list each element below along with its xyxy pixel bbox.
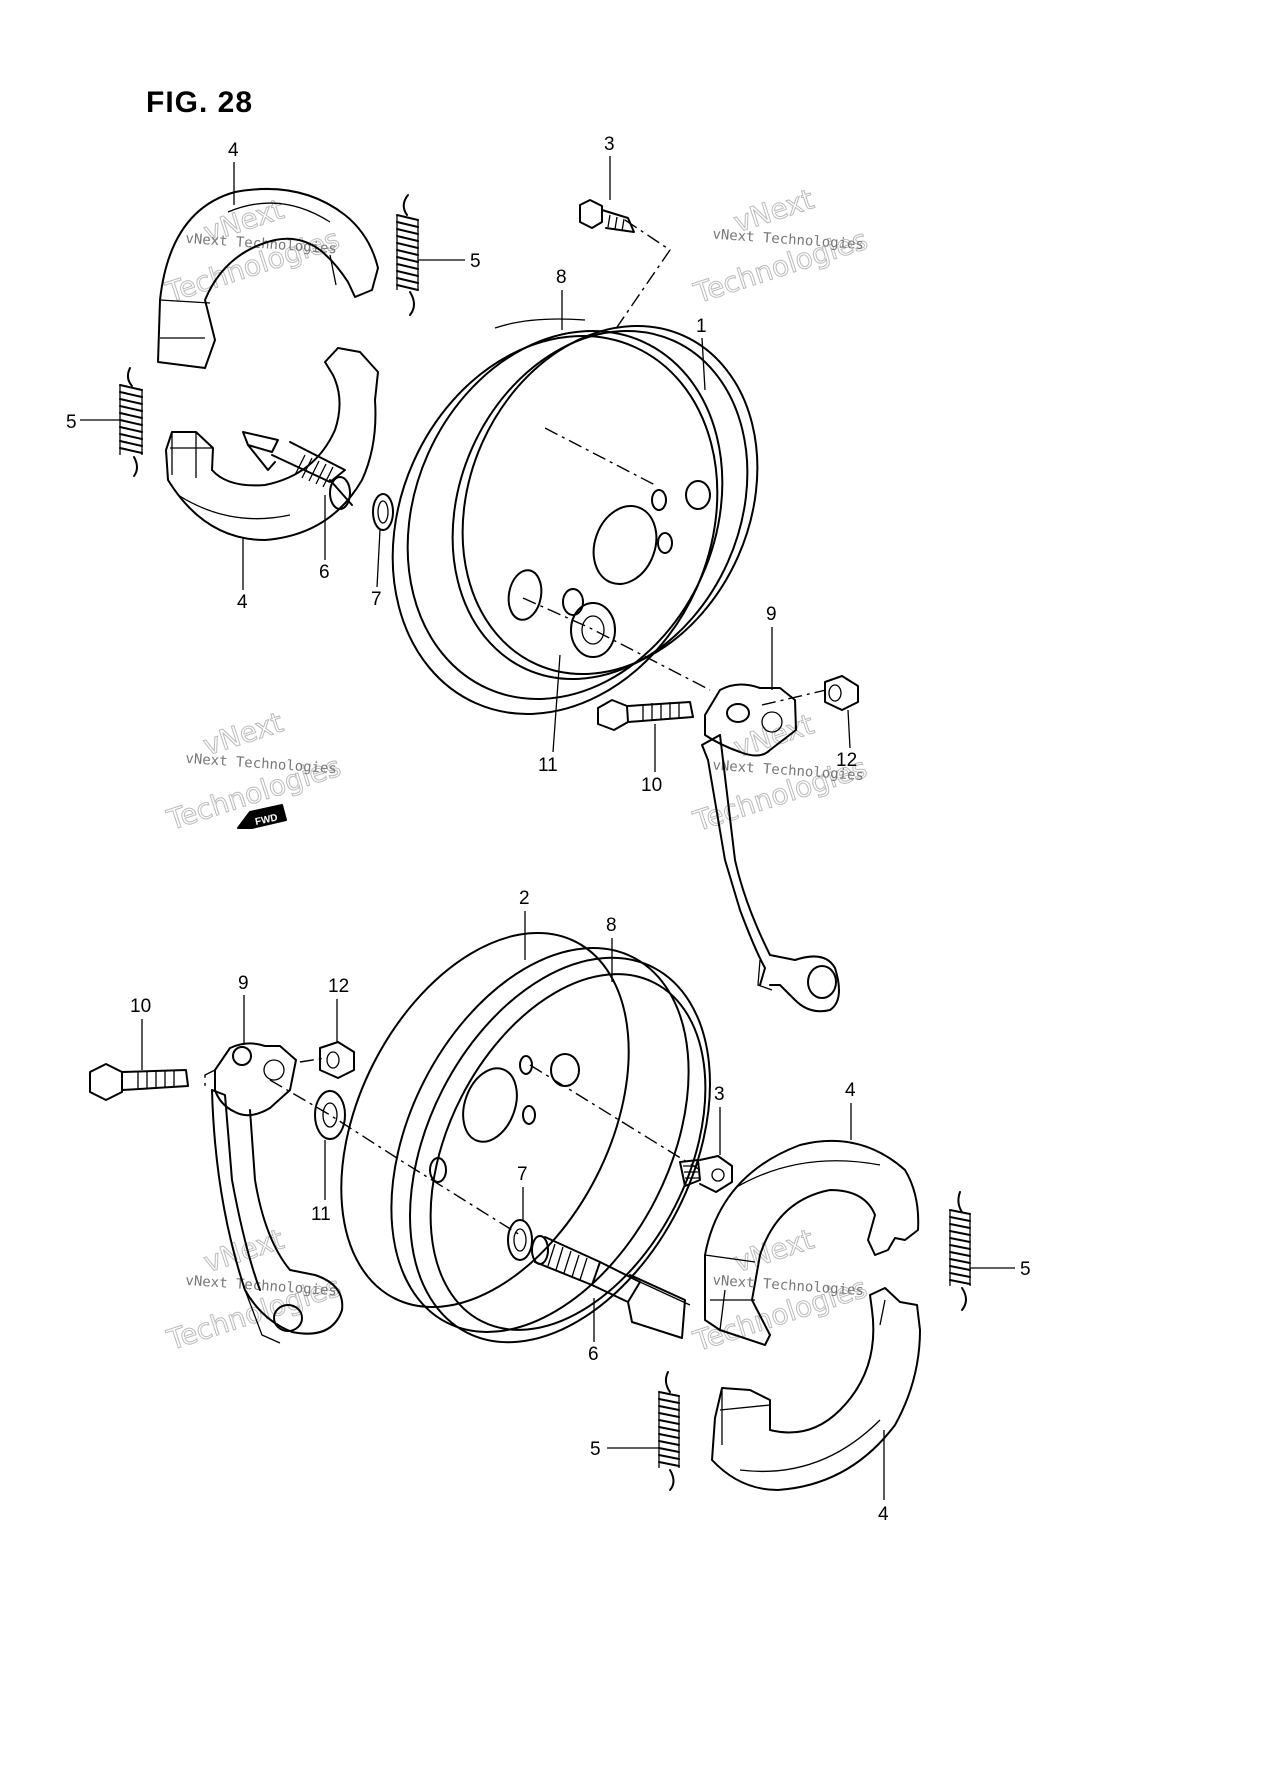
assembly-line (204, 1069, 216, 1090)
assembly-line (529, 1064, 701, 1171)
callout-11: 11 (538, 755, 558, 776)
callout-3: 3 (714, 1084, 725, 1105)
callout-4: 4 (228, 140, 239, 161)
brake-panel-top (391, 318, 759, 715)
callout-4: 4 (845, 1080, 856, 1101)
callout-12: 12 (328, 976, 349, 997)
watermark-vnext-text: vNext (200, 1222, 288, 1279)
brake-shoe-lower-left (165, 347, 379, 541)
callout-1: 1 (696, 316, 707, 337)
washer-bottom-7 (507, 1219, 533, 1261)
return-spring-bottom-right (949, 1191, 971, 1311)
fwd-arrow: FWD (237, 804, 287, 829)
leader-line (376, 529, 381, 588)
brake-shoe-lower-right-upper (704, 1139, 920, 1346)
brake-panel-bottom (340, 931, 711, 1344)
watermark-bottom-right: Technologies vNext vNext Technologies (688, 1222, 871, 1359)
fwd-label: FWD (254, 812, 279, 827)
callout-5: 5 (590, 1439, 601, 1460)
callout-10: 10 (641, 775, 662, 796)
callout-8: 8 (556, 267, 567, 288)
callout-8: 8 (606, 915, 617, 936)
callout-10: 10 (130, 996, 151, 1017)
return-spring-top (396, 194, 419, 316)
washer-bottom-11 (314, 1090, 346, 1140)
watermark-bottom-left: Technologies vNext vNext Technologies (162, 1222, 345, 1358)
callout-7: 7 (517, 1164, 528, 1185)
watermark-vnext-text: vNext (730, 1222, 818, 1279)
callout-2: 2 (519, 888, 530, 909)
nut-top (824, 675, 859, 711)
lever-bolt-bottom (89, 1063, 189, 1101)
brake-shoe-lower-right-lower (711, 1287, 921, 1491)
lever-bolt-top (597, 699, 694, 731)
leader-line (847, 709, 851, 749)
figure-title: FIG. 28 (146, 86, 254, 119)
callout-12: 12 (836, 750, 857, 771)
cam-lever-bottom (211, 1042, 344, 1344)
watermark-vnext-text: vNext (730, 707, 818, 764)
assembly-line (544, 427, 656, 486)
callout-6: 6 (319, 562, 330, 583)
callout-4: 4 (878, 1504, 889, 1525)
callout-7: 7 (371, 589, 382, 610)
bolt-top (579, 199, 635, 233)
callout-4: 4 (237, 592, 248, 613)
assembly-line (761, 689, 827, 706)
callout-11: 11 (311, 1204, 331, 1225)
assembly-line (299, 1057, 326, 1063)
watermark-top-left: Technologies vNext vNext Technologies (161, 192, 344, 310)
watermark-middle-right: Technologies vNext vNext Technologies (688, 707, 871, 839)
assembly-line (614, 219, 671, 331)
assembly-line (522, 597, 711, 691)
return-spring-bottom (658, 1371, 680, 1491)
leader-line (701, 337, 706, 391)
brake-shoe-upper-left (157, 187, 379, 369)
callout-9: 9 (238, 973, 249, 994)
callout-9: 9 (766, 604, 777, 625)
brake-cam-shaft-bottom (531, 1235, 691, 1339)
callouts: 4 3 5 8 1 5 6 4 7 9 11 10 12 (66, 134, 1031, 1525)
cam-lever-top (701, 683, 840, 1013)
leader-line (552, 654, 561, 753)
callout-6: 6 (588, 1344, 599, 1365)
callout-5: 5 (470, 251, 481, 272)
bolt-bottom (679, 1155, 733, 1193)
callout-5: 5 (1020, 1259, 1031, 1280)
watermark-top-right: Technologies vNext vNext Technologies (689, 182, 872, 311)
nut-bottom (319, 1041, 355, 1079)
washer-top (372, 493, 394, 531)
return-spring-left (119, 367, 143, 477)
callout-5: 5 (66, 412, 77, 433)
assembly-line (269, 1079, 521, 1236)
brake-cam-shaft-top (242, 431, 353, 510)
callout-3: 3 (604, 134, 615, 155)
